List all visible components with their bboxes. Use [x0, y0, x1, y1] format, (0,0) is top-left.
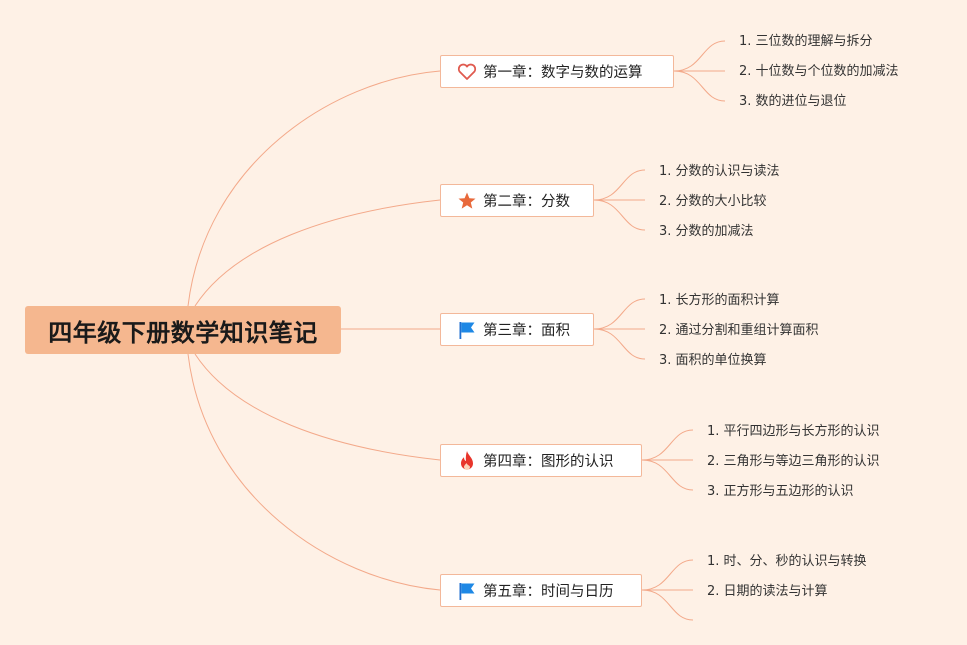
chapter-node-2[interactable]: 第二章：分数: [440, 184, 594, 217]
heart-outline-icon: [457, 62, 477, 82]
root-link-1: [187, 70, 441, 307]
topic-link-3-3: [593, 328, 646, 360]
root-link-4: [194, 353, 441, 461]
topic-1-3[interactable]: 3. 数的进位与退位: [739, 94, 847, 109]
topic-link-1-3: [673, 70, 726, 102]
chapter-node-1[interactable]: 第一章：数字与数的运算: [440, 55, 674, 88]
chapter-title-3: 第三章：面积: [483, 323, 570, 339]
topic-3-1[interactable]: 1. 长方形的面积计算: [659, 293, 780, 308]
topic-link-2-3: [593, 199, 646, 231]
topic-2-2[interactable]: 2. 分数的大小比较: [659, 194, 767, 209]
topic-1-2[interactable]: 2. 十位数与个位数的加减法: [739, 64, 899, 79]
blue-flag-icon: [457, 581, 477, 601]
chapter-node-3[interactable]: 第三章：面积: [440, 313, 594, 346]
topic-link-3-1: [593, 298, 646, 330]
star-icon: [457, 191, 477, 211]
chapter-node-4[interactable]: 第四章：图形的认识: [440, 444, 642, 477]
topic-1-1[interactable]: 1. 三位数的理解与拆分: [739, 34, 873, 49]
topic-4-3[interactable]: 3. 正方形与五边形的认识: [707, 484, 854, 499]
root-link-2: [194, 199, 441, 307]
topic-link-4-3: [641, 459, 694, 491]
fire-icon: [457, 450, 477, 471]
topic-link-2-1: [593, 169, 646, 201]
topic-2-3[interactable]: 3. 分数的加减法: [659, 224, 754, 239]
chapter-title-5: 第五章：时间与日历: [483, 584, 614, 600]
root-link-5: [187, 353, 441, 591]
topic-3-2[interactable]: 2. 通过分割和重组计算面积: [659, 323, 819, 338]
chapter-title-2: 第二章：分数: [483, 194, 570, 210]
topic-link-1-1: [673, 40, 726, 72]
topic-link-5-1: [641, 559, 694, 591]
topic-4-1[interactable]: 1. 平行四边形与长方形的认识: [707, 424, 880, 439]
topic-3-3[interactable]: 3. 面积的单位换算: [659, 353, 767, 368]
topic-link-4-1: [641, 429, 694, 461]
topic-2-1[interactable]: 1. 分数的认识与读法: [659, 164, 780, 179]
blue-flag-icon: [457, 320, 477, 340]
chapter-title-4: 第四章：图形的认识: [483, 454, 614, 470]
topic-4-2[interactable]: 2. 三角形与等边三角形的认识: [707, 454, 880, 469]
topic-5-2[interactable]: 2. 日期的读法与计算: [707, 584, 828, 599]
chapter-node-5[interactable]: 第五章：时间与日历: [440, 574, 642, 607]
chapter-title-1: 第一章：数字与数的运算: [483, 65, 643, 81]
root-title: 四年级下册数学知识笔记: [48, 318, 318, 347]
topic-link-5-3: [641, 589, 694, 621]
topic-5-1[interactable]: 1. 时、分、秒的认识与转换: [707, 554, 867, 569]
root-node[interactable]: 四年级下册数学知识笔记: [25, 306, 341, 354]
